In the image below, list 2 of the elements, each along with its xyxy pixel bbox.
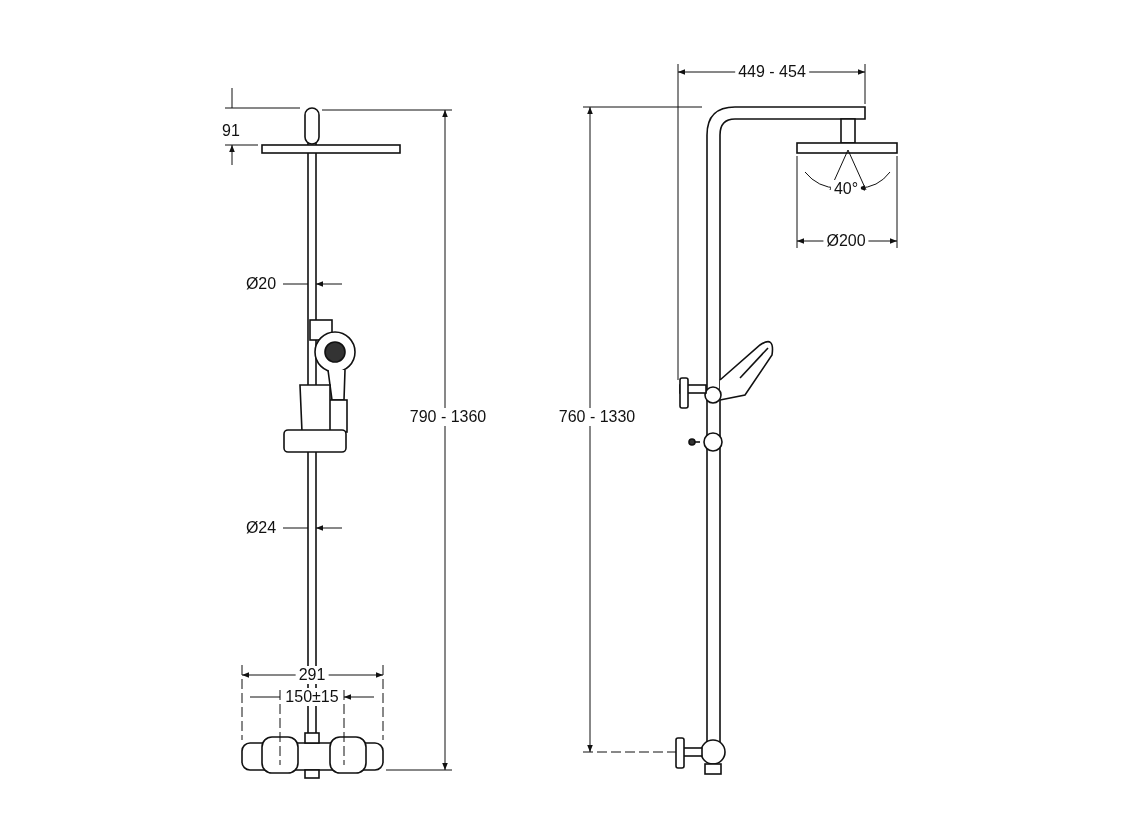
dimension-label: 291 <box>295 666 329 684</box>
dimension-label: Ø200 <box>823 232 869 250</box>
